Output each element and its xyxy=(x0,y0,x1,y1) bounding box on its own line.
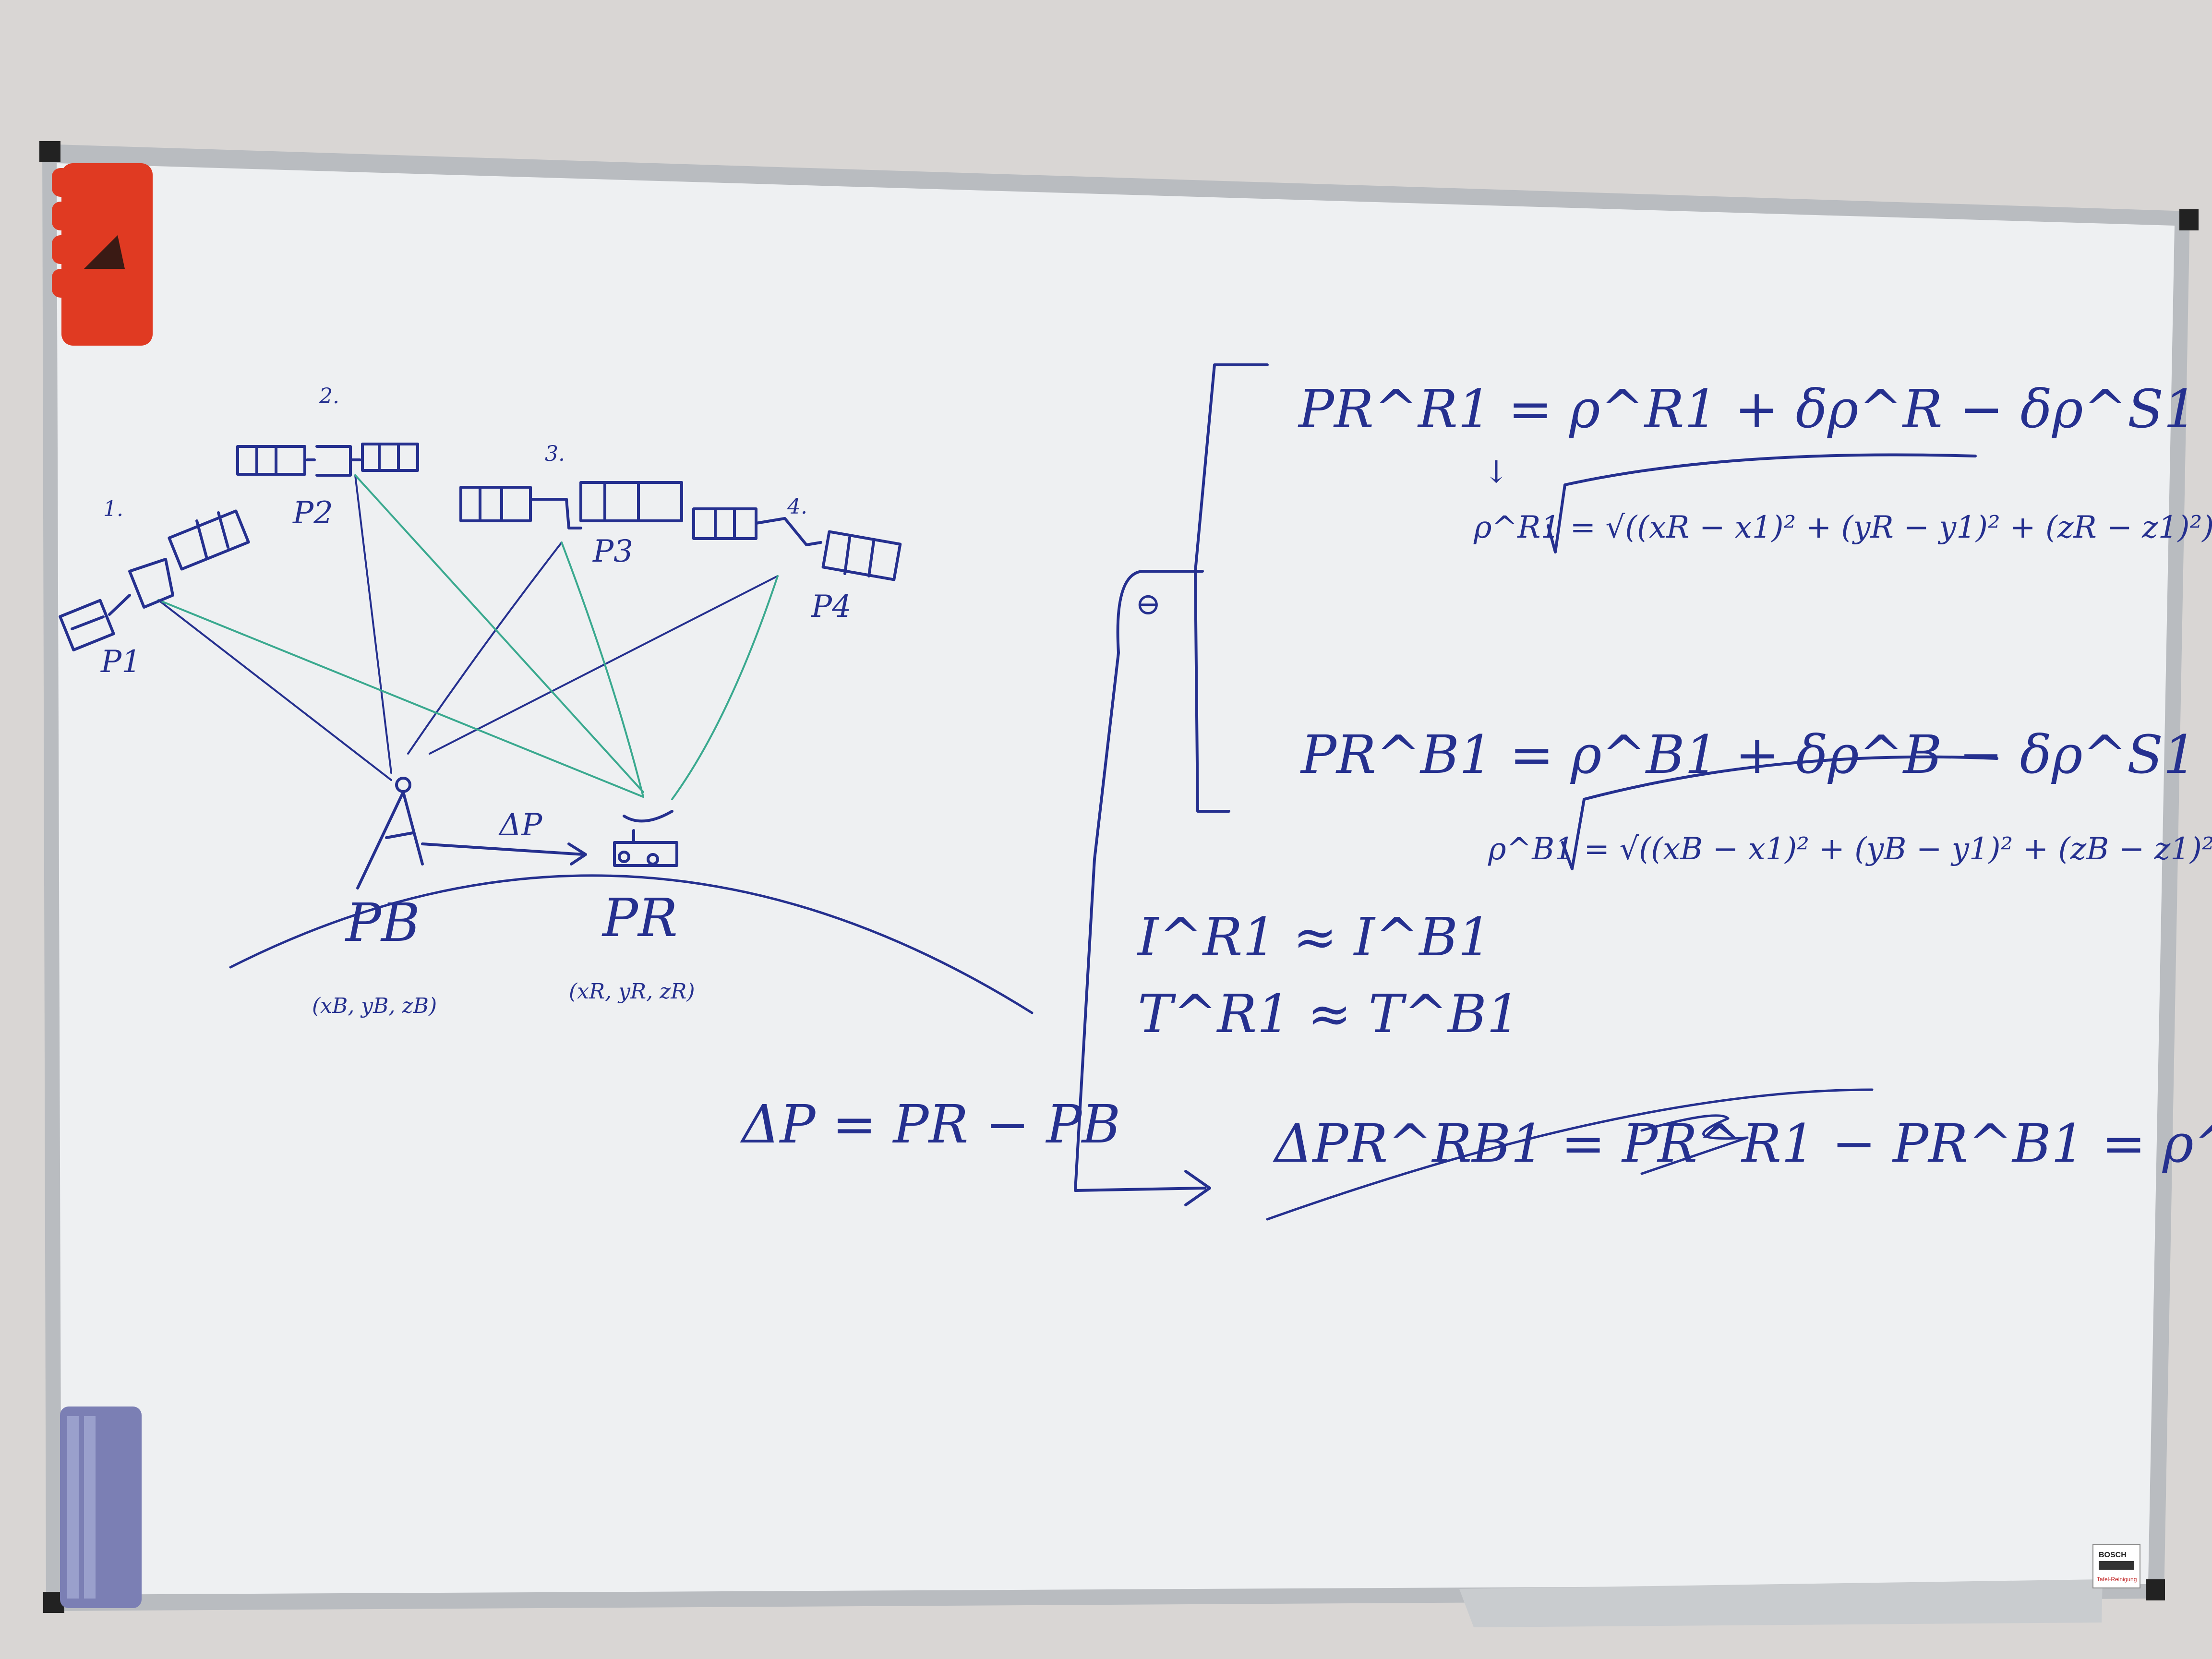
rover-coords: (xR, yR, zR) xyxy=(569,979,695,1004)
sqrt-sign-1 xyxy=(1547,453,1977,553)
earth-curve xyxy=(229,874,1034,1014)
sat-label-3: P3 xyxy=(592,534,633,569)
tropo-approx: T^R1 ≈ T^B1 xyxy=(1138,983,1520,1045)
eraser-icon[interactable] xyxy=(60,1407,142,1608)
sat-number-4: 4. xyxy=(787,494,807,519)
signal-line-3-base xyxy=(407,541,563,755)
baseline-label: ΔP xyxy=(498,807,542,843)
single-difference-equation: ΔPR^RB1 = PR^R1 − PR^B1 = ρ^R1 − ρ^B1 + … xyxy=(1273,1113,2212,1174)
baseline-arrow xyxy=(421,842,587,866)
signal-line-4-rover xyxy=(671,575,779,800)
sat-label-2: P2 xyxy=(292,495,333,531)
base-station-tripod xyxy=(356,777,424,890)
minus-circle: ⊖ xyxy=(1135,587,1161,622)
brand-name: BOSCH xyxy=(2099,1551,2127,1559)
equation-rover: PR^R1 = ρ^R1 + δρ^R − δρ^S1 + I^R1 + T^R… xyxy=(1298,378,2212,440)
signal-line-3-rover xyxy=(561,541,644,798)
sat-number-1: 1. xyxy=(103,497,123,521)
base-label: PB xyxy=(345,892,420,953)
signal-line-4-base xyxy=(429,575,779,755)
signal-line-1-base xyxy=(157,599,392,781)
handwriting: 1. 2. 3. 4. P1 P2 P3 P4 ΔP PB (xB, yB, z… xyxy=(100,378,2212,1174)
result-squiggle xyxy=(1640,1114,1749,1175)
difference-formula: ΔP = PR − PB xyxy=(740,1094,1120,1155)
satellite-icon xyxy=(59,509,250,651)
sat-number-3: 3. xyxy=(545,442,565,466)
signal-line-2-rover xyxy=(354,474,644,793)
equation-base: PR^B1 = ρ^B1 + δρ^B − δρ^S1 + I^B1 + T^B… xyxy=(1300,724,2212,785)
rover-receiver xyxy=(613,810,678,867)
base-coords: (xB, yB, zB) xyxy=(312,994,437,1018)
gnss-diagram xyxy=(59,363,1998,1221)
frame-corner-tr xyxy=(2179,209,2199,230)
satellite-icon xyxy=(459,481,683,529)
result-underline xyxy=(1266,1088,1874,1221)
satellite-icon xyxy=(236,443,419,477)
sqrt-sign-2 xyxy=(1561,755,1998,870)
sat-number-2: 2. xyxy=(319,384,339,409)
minus-branch xyxy=(1074,570,1206,1192)
rover-label: PR xyxy=(601,887,678,949)
iono-approx: I^R1 ≈ I^B1 xyxy=(1137,906,1491,968)
equation-rover-range: ρ^R1 = √((xR − x1)² + (yR − y1)² + (zR −… xyxy=(1473,510,2212,545)
marker-tray xyxy=(1459,1579,2103,1627)
frame-corner-br xyxy=(2146,1579,2165,1600)
signal-line-1-rover xyxy=(157,599,644,798)
red-magnet-icon[interactable] xyxy=(52,163,153,346)
signal-line-2-base xyxy=(354,474,392,774)
satellite-icon xyxy=(692,507,902,581)
sat-label-4: P4 xyxy=(811,589,852,625)
frame-corner-tl xyxy=(39,141,60,162)
equation-base-range: ρ^B1 = √((xB − x1)² + (yB − y1)² + (zB −… xyxy=(1488,831,2212,867)
sat-label-1: P1 xyxy=(100,644,141,680)
brand-caption: Tafel-Reinigung xyxy=(2097,1576,2137,1583)
down-arrow: ↓ xyxy=(1483,455,1509,490)
brand-sticker: BOSCH Tafel-Reinigung xyxy=(2092,1544,2140,1588)
result-arrow-head xyxy=(1184,1170,1211,1206)
